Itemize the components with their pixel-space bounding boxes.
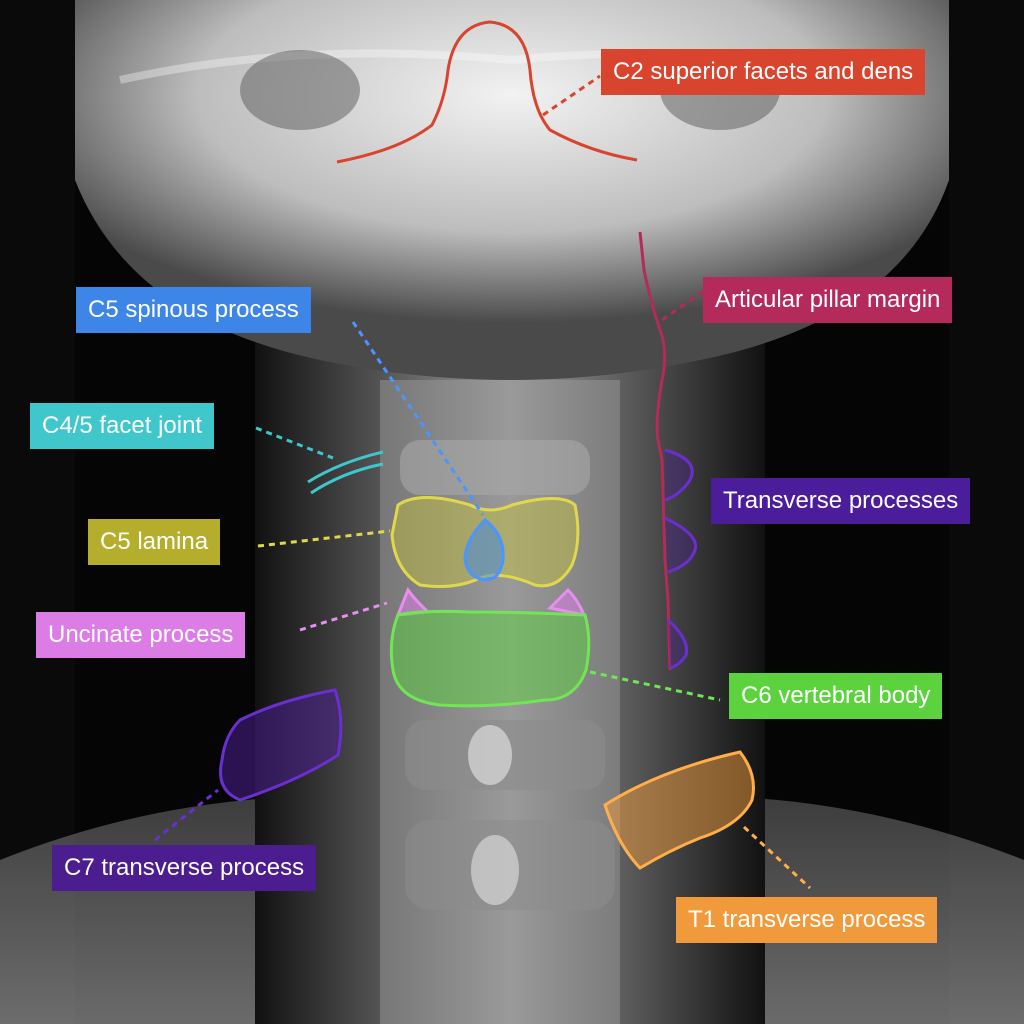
c4-5-facet-line-1 (307, 450, 384, 484)
transverse-process-3 (666, 618, 689, 670)
label-c5-lamina: C5 lamina (88, 519, 221, 565)
label-uncinate: Uncinate process (36, 612, 246, 658)
articular-pillar-line (638, 231, 672, 671)
label-c5-spinous: C5 spinous process (76, 287, 311, 333)
label-articular-pillar: Articular pillar margin (703, 277, 953, 323)
label-c7-transverse: C7 transverse process (52, 845, 317, 891)
c2-outline (336, 20, 638, 164)
t1-transverse-process (603, 750, 755, 870)
label-c2: C2 superior facets and dens (601, 49, 926, 95)
c5-spinous-process (463, 518, 505, 582)
c4-5-facet-line-2 (310, 462, 384, 495)
label-transverse-processes: Transverse processes (711, 478, 971, 524)
c6-vertebral-body (389, 609, 591, 708)
transverse-process-2 (664, 516, 698, 574)
label-c4-5-facet: C4/5 facet joint (30, 403, 215, 449)
label-t1-transverse: T1 transverse process (676, 897, 938, 943)
c7-transverse-process (219, 688, 343, 802)
transverse-process-1 (664, 448, 694, 502)
label-c6-vertebral-body: C6 vertebral body (729, 673, 943, 719)
